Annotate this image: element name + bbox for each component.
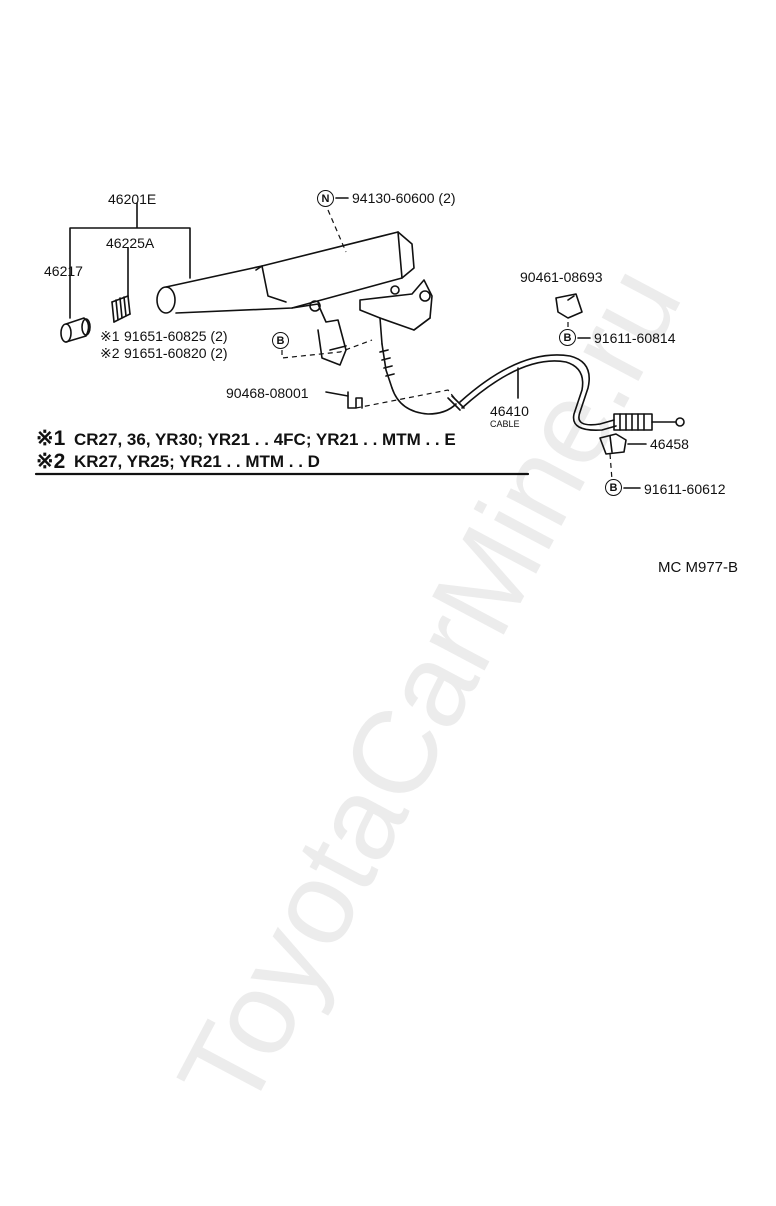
parts-diagram: ToyotaCarMine.ru <box>34 190 739 1130</box>
note-mark: ※ <box>100 328 112 344</box>
leader-90468 <box>325 391 349 397</box>
n-symbol-icon: N <box>317 190 334 207</box>
diagram-code: MC M977-B <box>658 559 739 576</box>
rod <box>381 343 393 389</box>
lever-46201e <box>156 231 433 366</box>
b-symbol-icon: B <box>272 332 289 349</box>
label-91651-820: 91651-60820 (2) <box>124 345 228 361</box>
note-mark-number: 2 <box>111 345 120 361</box>
diagram-drawing <box>34 197 685 489</box>
note-mark-number: 1 <box>111 328 120 344</box>
clip-90468 <box>347 391 363 409</box>
note2-mark: ※2 <box>36 451 65 472</box>
note-ref-1: ※1 <box>100 329 120 343</box>
note-mark: ※ <box>100 345 112 361</box>
note1-mark: ※1 <box>36 428 65 449</box>
note2-number: 2 <box>53 450 66 473</box>
label-91611-814: 91611-60814 <box>594 330 676 346</box>
label-46410-cable: CABLE <box>490 419 520 429</box>
leader-46201e-bracket <box>69 202 191 319</box>
label-46201e: 46201E <box>108 191 157 207</box>
note-mark: ※ <box>36 427 54 450</box>
bracket-90461 <box>555 293 583 319</box>
note1-text: CR27, 36, YR30; YR21 . . 4FC; YR21 . . M… <box>74 430 456 449</box>
cable-46410 <box>391 354 685 431</box>
spring-46225a <box>111 295 131 323</box>
note-mark: ※ <box>36 450 54 473</box>
label-90468: 90468-08001 <box>226 385 309 401</box>
note2-text: KR27, YR25; YR21 . . MTM . . D <box>74 452 320 471</box>
b-symbol-icon: B <box>559 329 576 346</box>
label-46217: 46217 <box>44 263 83 279</box>
label-94130: 94130-60600 (2) <box>352 190 456 206</box>
clamp-46458 <box>599 433 627 455</box>
label-46225a: 46225A <box>106 235 155 251</box>
b-symbol-icon: B <box>605 479 622 496</box>
label-91611-612: 91611-60612 <box>644 481 726 497</box>
note1-number: 1 <box>53 427 66 450</box>
label-46410: 46410 <box>490 403 529 419</box>
label-46458: 46458 <box>650 436 689 452</box>
knob-46217 <box>60 317 91 343</box>
note-ref-2: ※2 <box>100 346 120 360</box>
label-91651-825: 91651-60825 (2) <box>124 328 228 344</box>
label-90461: 90461-08693 <box>520 269 603 285</box>
